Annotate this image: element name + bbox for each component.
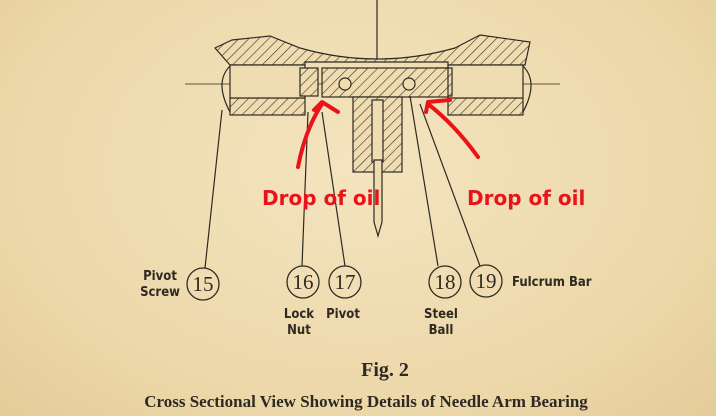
callout-circle-18 bbox=[428, 265, 462, 299]
leader-line-15 bbox=[204, 109, 223, 269]
leader-line-19 bbox=[419, 103, 481, 267]
callout-circle-17 bbox=[328, 265, 362, 299]
housing-top bbox=[214, 34, 531, 66]
part-number-18: 18 bbox=[435, 270, 456, 294]
label-lock-nut-1: Lock bbox=[284, 307, 314, 322]
label-pivot: Pivot bbox=[326, 307, 360, 322]
label-pivot-screw-2: Screw bbox=[140, 285, 180, 300]
oil-arrow-left bbox=[296, 102, 324, 169]
oil-note-right: Drop of oil bbox=[467, 186, 585, 210]
part-number-17: 17 bbox=[335, 270, 356, 294]
housing-left-lower bbox=[229, 97, 306, 116]
figure-title: Fig. 2 bbox=[361, 359, 409, 381]
callout-circle-15 bbox=[186, 267, 220, 301]
oil-note-left: Drop of oil bbox=[262, 186, 380, 210]
label-steel-ball-2: Ball bbox=[429, 323, 454, 338]
needle-bore bbox=[371, 99, 384, 163]
lock-nut-left bbox=[299, 67, 319, 97]
figure-caption: Cross Sectional View Showing Details of … bbox=[144, 392, 588, 411]
part-number-16: 16 bbox=[293, 270, 314, 294]
label-steel-ball-1: Steel bbox=[424, 307, 458, 322]
oil-arrow-right bbox=[426, 102, 480, 159]
callout-circle-19 bbox=[469, 264, 503, 298]
oil-arrowhead-left bbox=[312, 100, 340, 114]
part-number-19: 19 bbox=[476, 269, 497, 293]
pivot-screw-left bbox=[229, 64, 306, 99]
part-number-15: 15 bbox=[193, 272, 214, 296]
leader-line-17 bbox=[321, 111, 346, 267]
oil-arrowhead-right bbox=[424, 98, 452, 114]
pivot-screw-right bbox=[447, 64, 524, 99]
label-pivot-screw-1: Pivot bbox=[143, 269, 177, 284]
leader-line-18 bbox=[409, 95, 439, 267]
screw-head-right bbox=[522, 65, 532, 113]
screw-head-left bbox=[221, 65, 231, 113]
pivot-ball-left bbox=[338, 77, 352, 91]
needle bbox=[373, 159, 383, 239]
label-fulcrum-bar: Fulcrum Bar bbox=[512, 275, 592, 290]
steel-ball bbox=[402, 77, 416, 91]
label-lock-nut-2: Nut bbox=[287, 323, 311, 338]
housing-right-lower bbox=[447, 97, 524, 116]
callout-circle-16 bbox=[286, 265, 320, 299]
